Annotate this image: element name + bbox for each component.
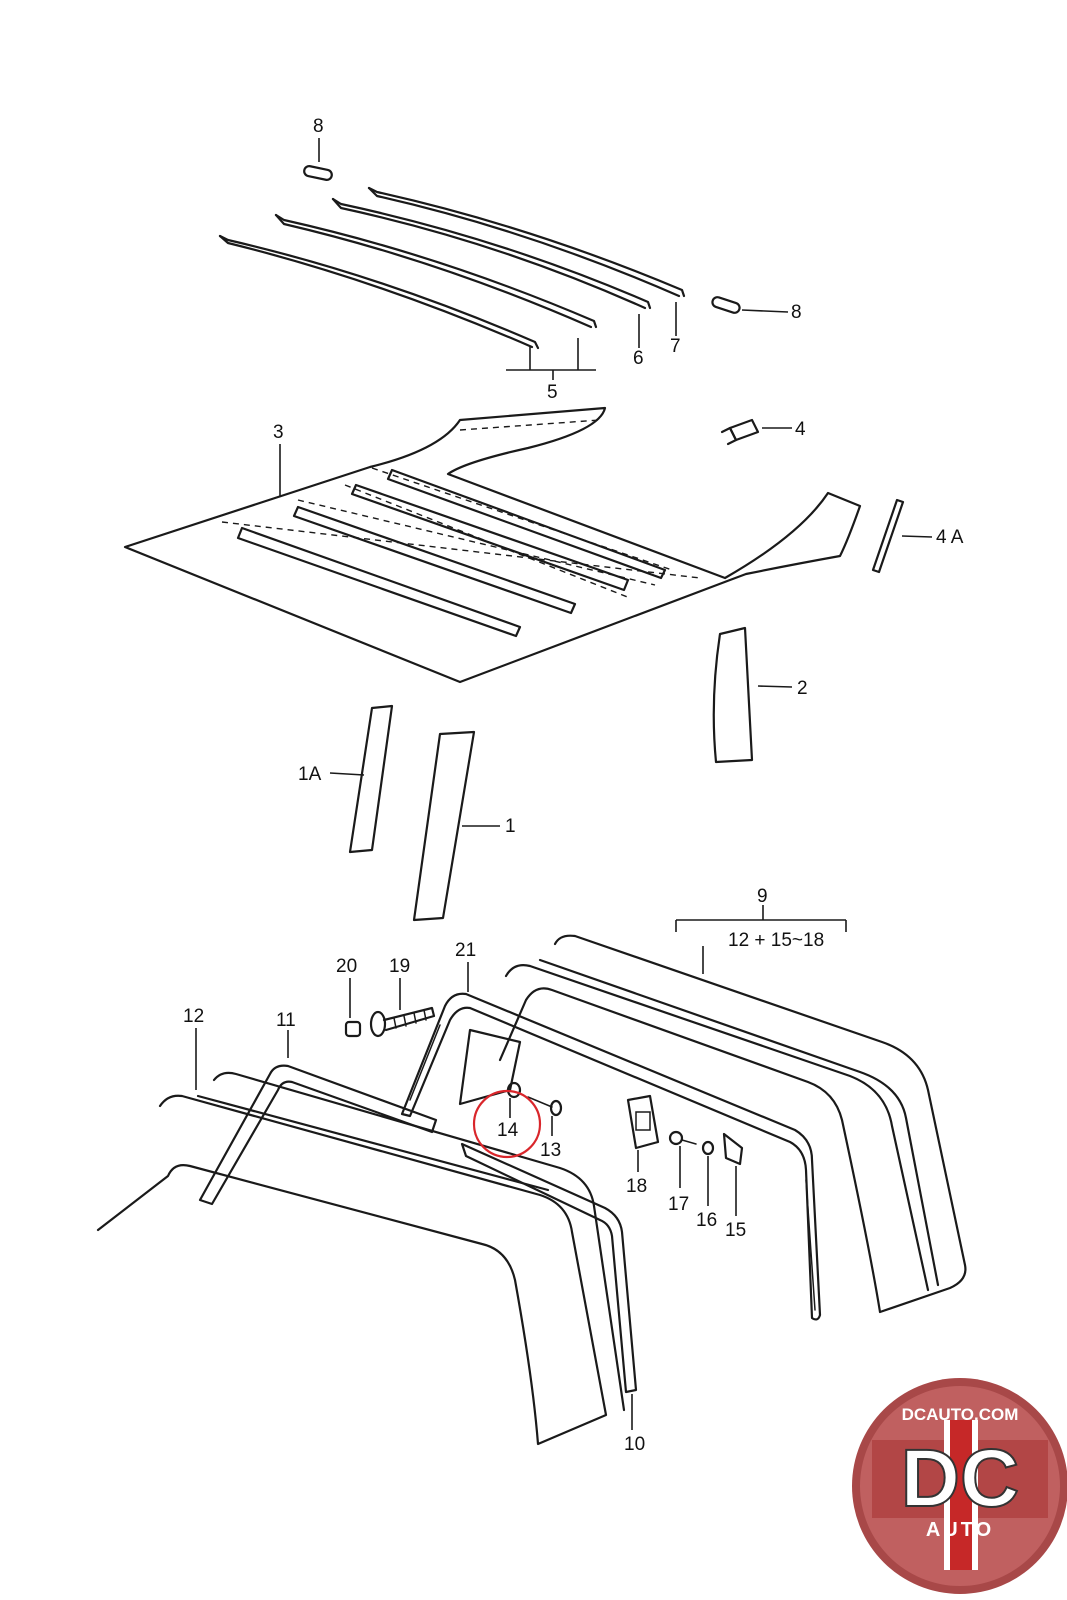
catch-18: [626, 1094, 660, 1150]
bracket-15: [722, 1132, 744, 1166]
label-14: 14: [497, 1120, 519, 1141]
label-16: 16: [696, 1210, 717, 1231]
label-4: 4: [795, 419, 806, 440]
roof-bow-5b: [274, 213, 598, 329]
label-18: 18: [626, 1176, 647, 1197]
label-12: 12: [183, 1006, 204, 1027]
label-1a: 1A: [298, 764, 322, 785]
roof-bow-6: [331, 197, 652, 310]
labels: 8 8 5 6 7 3 4 4 A 2 1A 1 9 12 + 15~18 21…: [183, 116, 964, 1455]
roof-bow-7: [367, 186, 686, 298]
label-9-sub: 12 + 15~18: [728, 930, 824, 951]
label-4a: 4 A: [936, 527, 964, 548]
clip-4: [720, 418, 760, 446]
cap-20: [344, 1020, 362, 1038]
screw-17: [668, 1130, 697, 1146]
label-17: 17: [668, 1194, 689, 1215]
screw-19: [369, 1006, 436, 1038]
label-21: 21: [455, 940, 476, 961]
logo-mark: DC: [901, 1433, 1019, 1524]
rear-bow-large: [498, 934, 967, 1314]
label-5: 5: [547, 382, 558, 403]
label-3: 3: [273, 422, 284, 443]
label-10: 10: [624, 1434, 645, 1455]
roof-bow-5a: [218, 234, 540, 350]
leader-lines: [195, 138, 933, 1430]
panel-1a: [348, 704, 394, 854]
label-8-right: 8: [791, 302, 802, 323]
label-6: 6: [633, 348, 644, 369]
label-20: 20: [336, 956, 357, 977]
screw-13: [527, 1096, 563, 1117]
front-bow-12: [96, 1071, 626, 1446]
label-19: 19: [389, 956, 410, 977]
label-11: 11: [276, 1010, 296, 1031]
dcauto-logo: DCAUTO.COM DC AUTO: [852, 1378, 1067, 1594]
rod-4a: [871, 498, 905, 574]
bracket-plate: [458, 1028, 522, 1106]
pin-top: [303, 165, 333, 181]
label-7: 7: [670, 336, 681, 357]
label-9: 9: [757, 886, 768, 907]
label-8-top: 8: [313, 116, 324, 137]
panel-1: [412, 730, 476, 922]
seal-21: [400, 992, 822, 1321]
strip-10: [460, 1142, 638, 1394]
label-15: 15: [725, 1220, 746, 1241]
panel-2: [712, 626, 754, 764]
roof-cover-3: [123, 406, 862, 684]
logo-sub: AUTO: [926, 1519, 994, 1541]
label-2: 2: [797, 678, 808, 699]
highlight-ring: [472, 1089, 542, 1159]
washer-16: [701, 1140, 715, 1156]
label-1: 1: [505, 816, 516, 837]
pin-right: [711, 296, 741, 314]
logo-url: DCAUTO.COM: [902, 1405, 1019, 1424]
label-13: 13: [540, 1140, 561, 1161]
rail-11: [198, 1064, 438, 1206]
